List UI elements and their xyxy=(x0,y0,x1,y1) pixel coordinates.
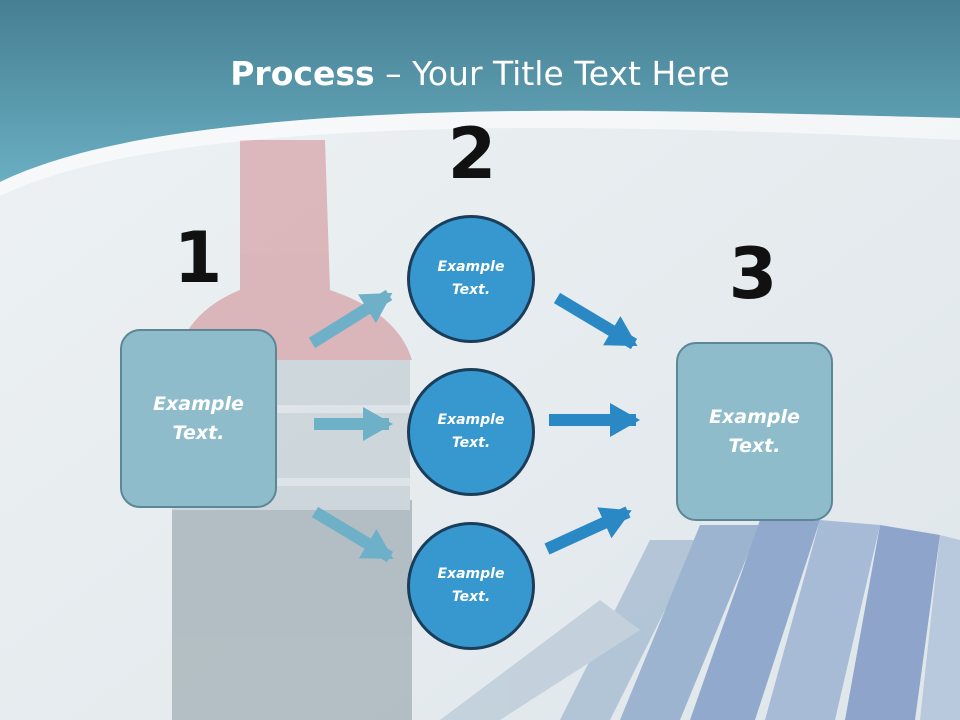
step-3-box[interactable]: Example Text. xyxy=(676,342,833,521)
circle-middle-text-line1: Example xyxy=(437,412,505,428)
arrow-2-to-3-top xyxy=(553,292,638,350)
circle-top-text-line1: Example xyxy=(437,259,505,275)
step-2-number: 2 xyxy=(447,113,497,195)
arrow-1-to-2-bottom xyxy=(311,506,394,563)
color-swatch-image xyxy=(440,520,960,720)
step-3-text-line2: Text. xyxy=(728,434,781,457)
slide-title: Process – Your Title Text Here xyxy=(0,52,960,96)
circle-bottom-text-line1: Example xyxy=(437,566,505,582)
arrow-2-to-3-bottom xyxy=(544,506,632,555)
circle-bottom-text-line2: Text. xyxy=(451,589,491,605)
step-2-circle-bottom[interactable]: Example Text. xyxy=(407,522,535,650)
step-1-box[interactable]: Example Text. xyxy=(120,329,277,508)
step-1-number: 1 xyxy=(173,217,223,299)
step-3-number: 3 xyxy=(728,233,778,315)
step-2-circle-top[interactable]: Example Text. xyxy=(407,215,535,343)
circle-top-text-line2: Text. xyxy=(451,282,491,298)
title-rest: – Your Title Text Here xyxy=(374,54,730,93)
circle-middle-text-line2: Text. xyxy=(451,435,491,451)
step-1-text-line2: Text. xyxy=(172,421,225,444)
step-3-text-line1: Example xyxy=(709,405,800,428)
step-1-text-line1: Example xyxy=(153,392,244,415)
step-2-circle-middle[interactable]: Example Text. xyxy=(407,368,535,496)
title-bold: Process xyxy=(230,54,375,93)
arrow-1-to-2-top xyxy=(308,289,393,349)
